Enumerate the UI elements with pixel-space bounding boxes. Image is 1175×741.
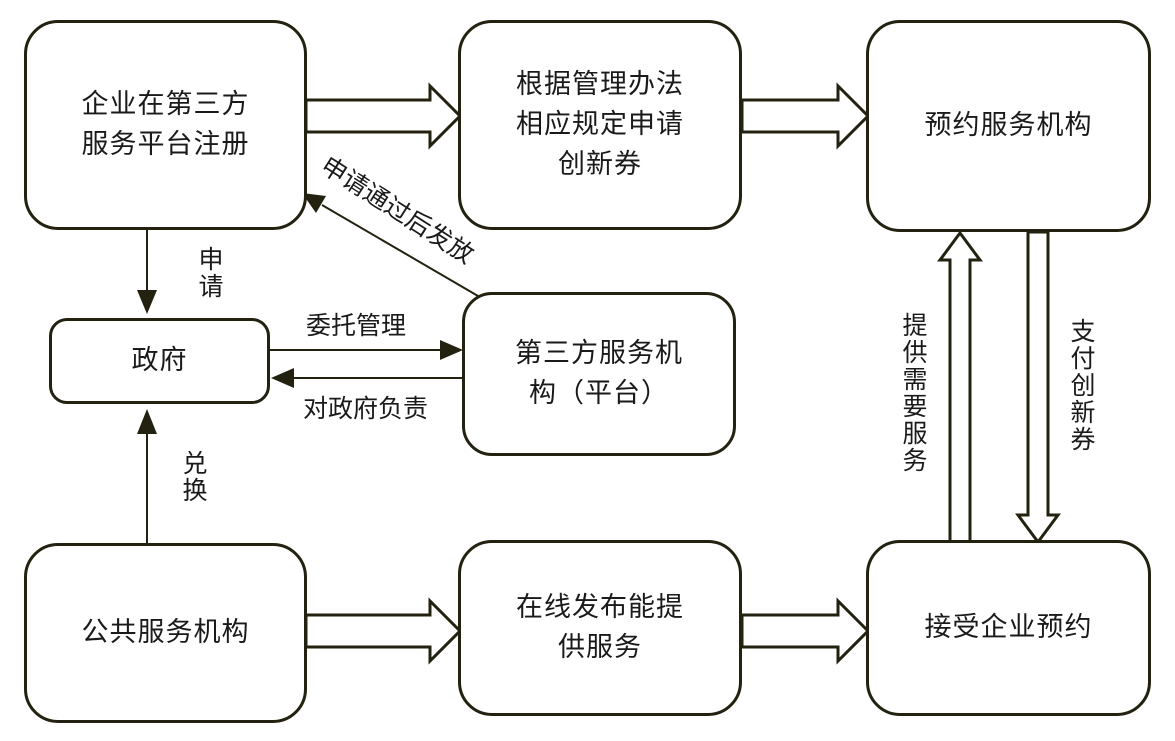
label-responsible-to-gov: 对政府负责: [303, 394, 429, 423]
node-third-party-platform: 第三方服务机 构（平台）: [462, 292, 736, 456]
arrow-third-to-gov-head: [271, 368, 294, 388]
node-government: 政府: [49, 318, 270, 404]
arrow-gov-to-third-head: [440, 340, 463, 360]
arrow-public-to-publish: [304, 597, 463, 665]
label-provide-service: 提供需要服务: [899, 312, 928, 474]
label-exchange: 兑换: [179, 450, 208, 504]
arrow-pay-voucher-down: [1015, 230, 1061, 545]
arrow-register-to-gov-head: [137, 290, 157, 314]
node-register: 企业在第三方 服务平台注册: [24, 20, 307, 230]
label-apply: 申请: [195, 246, 224, 300]
arrow-third-to-register-line: [321, 204, 479, 297]
arrow-provide-service-up: [937, 230, 983, 545]
label-entrust-management: 委托管理: [306, 311, 407, 340]
arrow-apply-to-book: [740, 82, 871, 150]
arrow-public-to-gov-head: [137, 409, 157, 434]
node-book-service: 预约服务机构: [866, 20, 1151, 232]
label-pay-voucher: 支付创新券: [1067, 318, 1096, 453]
node-accept-booking: 接受企业预约: [866, 540, 1151, 716]
arrow-third-to-register-head: [302, 193, 326, 213]
node-publish-services: 在线发布能提 供服务: [458, 540, 742, 716]
node-public-service: 公共服务机构: [24, 543, 307, 723]
arrow-register-to-apply: [304, 82, 463, 150]
arrow-publish-to-accept: [740, 597, 871, 665]
node-apply-voucher: 根据管理办法 相应规定申请 创新券: [458, 20, 742, 230]
